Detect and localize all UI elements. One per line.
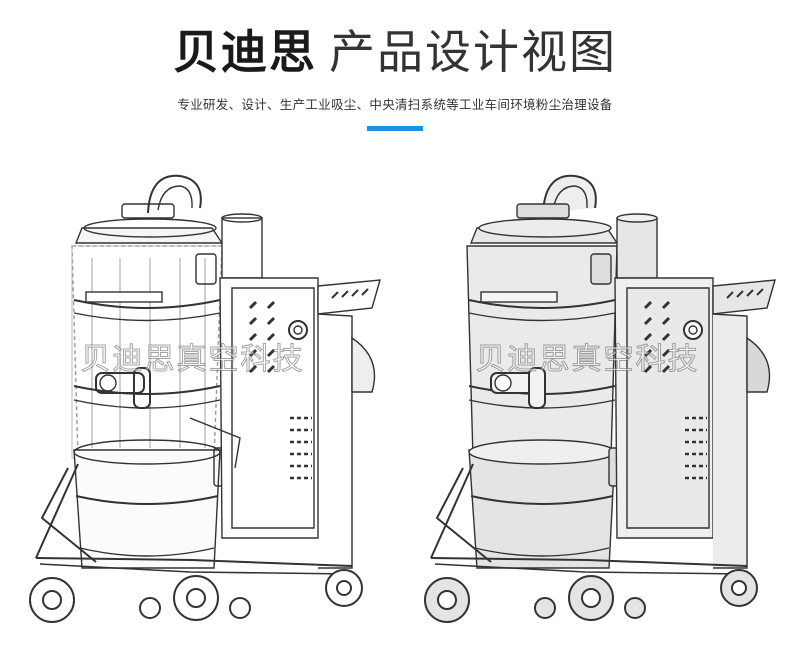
watermark-right: 贝迪思真空科技	[475, 342, 700, 378]
page-subtitle: 专业研发、设计、生产工业吸尘、中央清扫系统等工业车间环境粉尘治理设备	[177, 97, 613, 112]
page-title: 贝迪思产品设计视图	[0, 22, 790, 82]
accent-bar	[367, 126, 423, 131]
title-text: 产品设计视图	[329, 25, 617, 79]
watermark-left: 贝迪思真空科技	[80, 342, 305, 378]
vacuum-drawing-shaded	[395, 168, 790, 662]
vacuum-drawing-wireframe	[0, 168, 395, 662]
brand-name: 贝迪思	[173, 25, 317, 79]
page-header: 贝迪思产品设计视图 专业研发、设计、生产工业吸尘、中央清扫系统等工业车间环境粉尘…	[0, 0, 790, 140]
